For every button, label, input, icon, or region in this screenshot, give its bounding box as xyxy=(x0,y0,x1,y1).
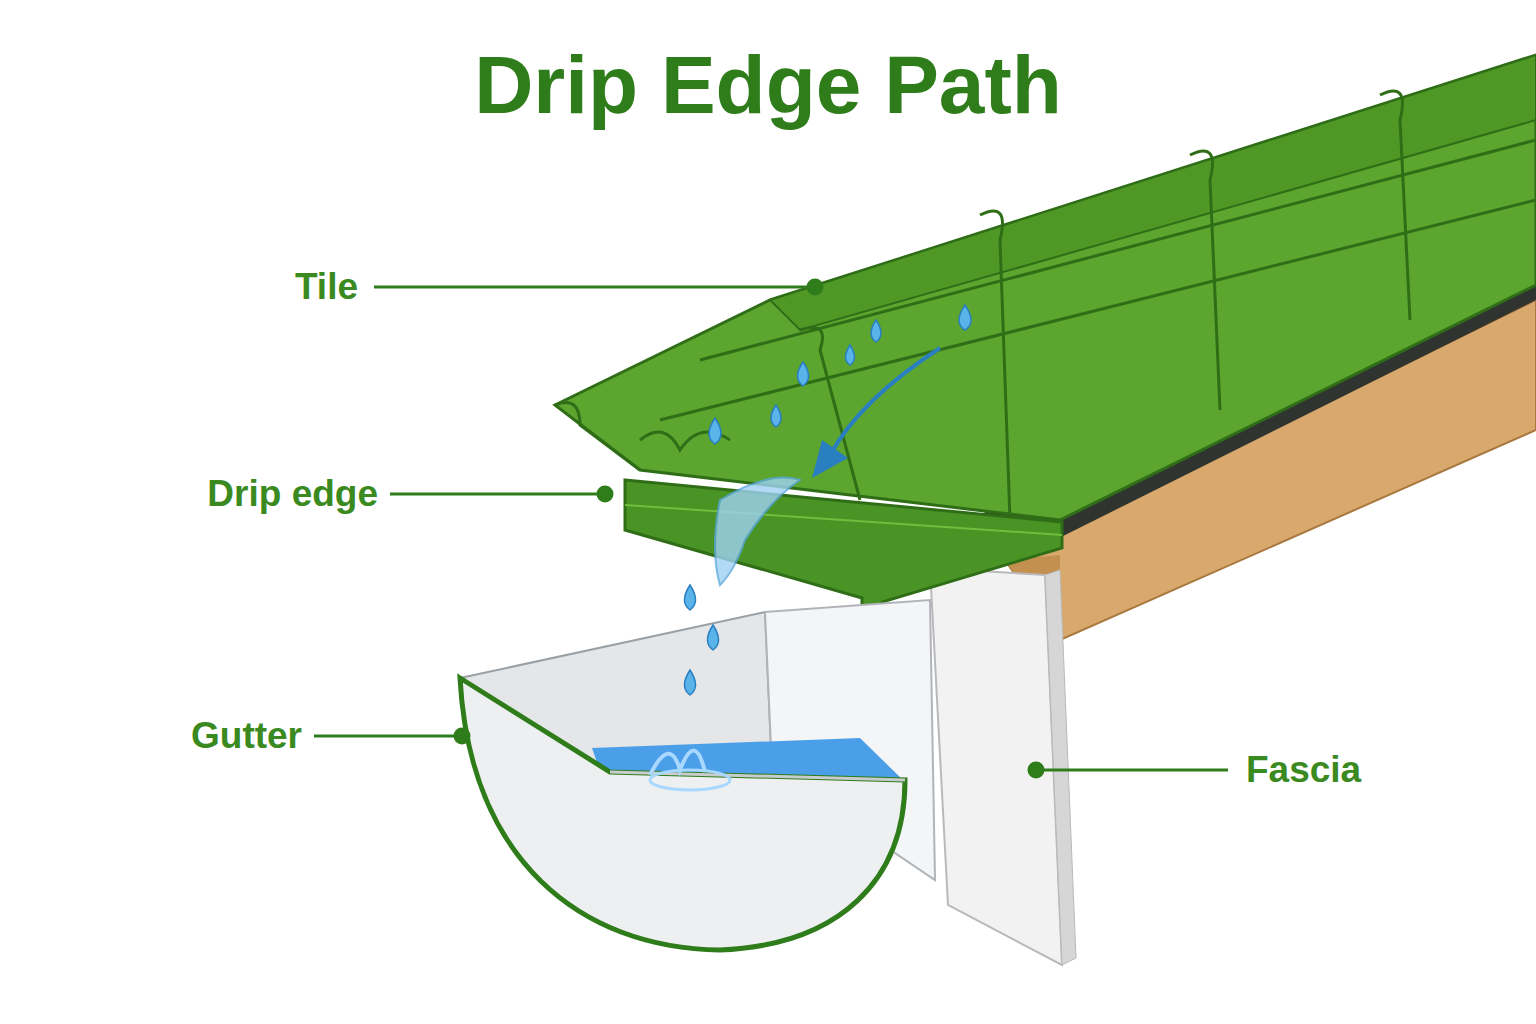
part-label-holder: Gutter xyxy=(191,715,302,757)
part-label: Tile xyxy=(295,266,358,307)
part-label: Fascia xyxy=(1246,749,1361,790)
diagram-title: Drip Edge Path xyxy=(474,39,1062,130)
part-label-holder: Drip edge xyxy=(207,473,378,515)
part-label-holder: Fascia xyxy=(1246,749,1361,791)
part-label-holder: Tile xyxy=(295,266,358,308)
part-label: Drip edge xyxy=(207,473,378,514)
diagram-title-holder: Drip Edge Path xyxy=(474,38,1062,132)
part-label: Gutter xyxy=(191,715,302,756)
